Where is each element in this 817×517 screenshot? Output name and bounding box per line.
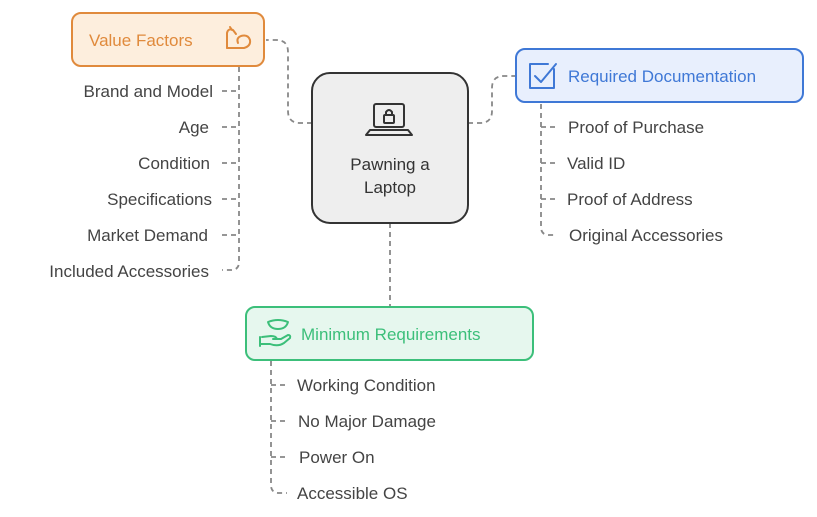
list-item: Valid ID xyxy=(567,154,625,173)
list-item: Proof of Address xyxy=(567,190,693,209)
list-item: Condition xyxy=(138,154,210,173)
center-node-box xyxy=(311,72,469,224)
connector-center-to-required-documentation xyxy=(468,75,516,124)
required-documentation-box xyxy=(515,48,804,103)
minimum-requirements-list: Working Condition No Major Damage Power … xyxy=(297,376,436,503)
center-node: Pawning a Laptop xyxy=(311,72,469,224)
list-item: Accessible OS xyxy=(297,484,408,503)
list-item: No Major Damage xyxy=(298,412,436,431)
list-item: Power On xyxy=(299,448,375,467)
list-item: Age xyxy=(179,118,209,137)
list-item: Market Demand xyxy=(87,226,208,245)
value-factors-node: Value Factors xyxy=(71,12,265,67)
list-item: Brand and Model xyxy=(84,82,213,101)
laptop-lock-icon xyxy=(365,103,413,136)
value-factors-title: Value Factors xyxy=(89,31,193,50)
list-item: Proof of Purchase xyxy=(568,118,704,137)
minimum-requirements-title: Minimum Requirements xyxy=(301,325,481,344)
list-item: Included Accessories xyxy=(49,262,209,281)
minimum-requirements-node: Minimum Requirements xyxy=(245,306,534,361)
value-factors-list: Brand and Model Age Condition Specificat… xyxy=(49,82,213,281)
checked-document-icon xyxy=(529,63,557,89)
required-documentation-spine xyxy=(540,104,557,236)
hand-with-item-icon xyxy=(259,319,292,347)
center-title-line-2: Laptop xyxy=(364,178,416,197)
value-factors-box xyxy=(71,12,265,67)
flexed-arm-icon xyxy=(226,26,252,49)
required-documentation-node: Required Documentation xyxy=(515,48,804,103)
list-item: Original Accessories xyxy=(569,226,723,245)
minimum-requirements-spine xyxy=(270,361,287,494)
list-item: Specifications xyxy=(107,190,212,209)
minimum-requirements-box xyxy=(245,306,534,361)
required-documentation-list: Proof of Purchase Valid ID Proof of Addr… xyxy=(567,118,723,245)
value-factors-spine xyxy=(222,67,240,271)
center-title-line-1: Pawning a xyxy=(350,155,430,174)
required-documentation-title: Required Documentation xyxy=(568,67,756,86)
list-item: Working Condition xyxy=(297,376,436,395)
connectors xyxy=(222,39,557,494)
connector-center-to-value-factors xyxy=(266,39,312,124)
